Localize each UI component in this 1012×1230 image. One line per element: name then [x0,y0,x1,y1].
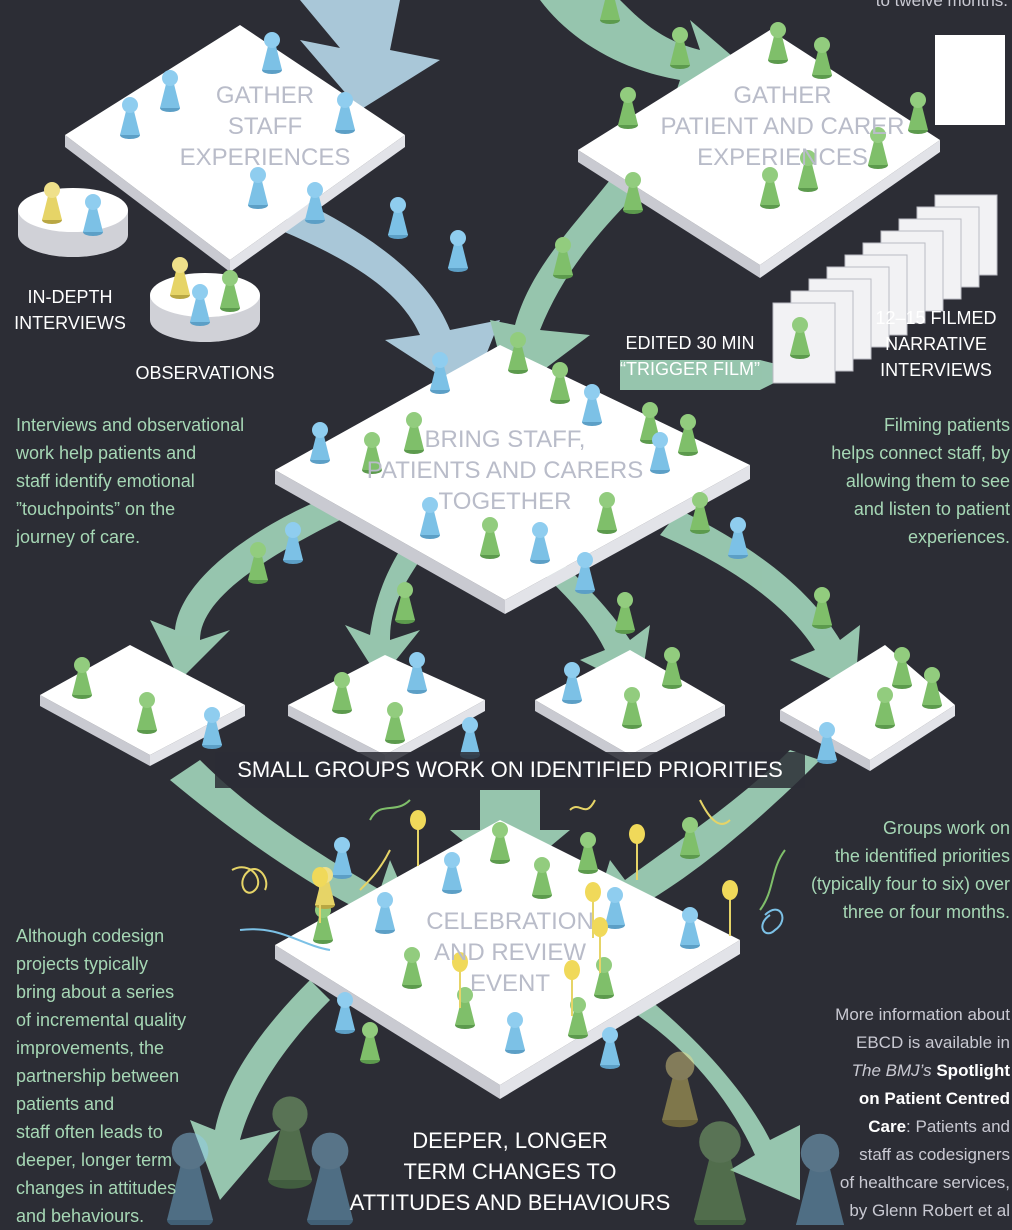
arrow-bring-midleft [345,550,420,680]
disc-in-depth-interviews [18,188,128,257]
platform-small-group-2 [288,655,485,766]
note-line: patients and [16,1094,115,1114]
label-deeper-changes: DEEPER, LONGER TERM CHANGES TO ATTITUDES… [320,1125,700,1218]
note-line: allowing them to see [845,471,1010,491]
platform-label-bring-together: BRING STAFF, PATIENTS AND CARERS TOGETHE… [365,424,645,517]
more-info-line: More information about [835,1005,1010,1024]
label-observations: OBSERVATIONS [135,363,275,383]
note-line: helps connect staff, by [831,443,1010,463]
platform-line: GATHER [215,82,315,109]
note-line: deeper, longer term [16,1150,173,1170]
journal-name: The BMJ’s [851,1061,932,1080]
platform-line: TOGETHER [438,488,572,515]
note-groups: Groups work on the identified priorities… [740,814,1010,926]
label-line: EDITED 30 MIN [625,333,755,353]
note-line: staff identify emotional [16,471,195,491]
film-frames [772,35,1005,384]
platform-line: BRING STAFF, [424,426,586,453]
note-line: three or four months. [842,902,1010,922]
arrow-film-to-bring [620,360,800,390]
note-line: experiences. [907,527,1010,547]
arrow-bring-right [660,510,860,690]
note-line: staff often leads to [16,1122,163,1142]
note-interviews: Interviews and observational work help p… [16,411,306,551]
label-filmed-interviews: 12–15 FILMED NARRATIVE INTERVIEWS [860,305,1012,383]
spotlight-link[interactable]: Spotlight [936,1061,1010,1080]
note-line: Although codesign [16,926,165,946]
note-line: Groups work on [882,818,1010,838]
label-line: “TRIGGER FILM” [620,359,760,379]
note-line: of incremental quality [16,1010,187,1030]
platform-label-celebration: CELEBRATION AND REVIEW EVENT [410,906,610,999]
note-line: work help patients and [16,443,197,463]
label-line: INTERVIEWS [880,360,992,380]
note-line: Filming patients [883,415,1010,435]
note-line: changes in attitudes [16,1178,177,1198]
label-small-groups: SMALL GROUPS WORK ON IDENTIFIED PRIORITI… [237,757,783,782]
platform-line: GATHER [733,82,832,109]
platform-line: CELEBRATION [426,908,594,935]
label-line: TERM CHANGES TO [403,1159,617,1184]
arrow-celebration-right [630,1000,800,1200]
more-info-line: EBCD is available in [855,1033,1010,1052]
platform-line: PATIENT AND CARER [660,113,905,140]
platform-gather-patient [578,30,940,278]
note-line: ”touchpoints” on the [16,499,176,519]
note-line: partnership between [16,1066,180,1086]
note-line: Interviews and observational [16,415,245,435]
label-line: NARRATIVE [885,334,987,354]
note-line: and behaviours. [16,1206,145,1226]
more-info-line: of healthcare services, [839,1173,1010,1192]
platform-line: PATIENTS AND CARERS [366,457,644,484]
header-fragment: to twelve months. [875,0,1008,10]
platform-line: EVENT [469,970,550,997]
celebration-decorations [231,799,786,1017]
note-line: journey of care. [16,527,141,547]
label-line: ATTITUDES AND BEHAVIOURS [349,1190,671,1215]
label-edited-film: EDITED 30 MIN “TRIGGER FILM” [600,330,780,382]
label-line: INTERVIEWS [14,313,126,333]
platform-line: AND REVIEW [433,939,586,966]
platform-bring-together [275,345,750,614]
label-line: 12–15 FILMED [875,308,997,328]
note-line: and listen to patient [853,499,1010,519]
note-line: (typically four to six) over [810,874,1010,894]
arrow-celebration-left [190,980,330,1200]
arrow-groups-left [170,760,420,935]
note-line: the identified priorities [834,846,1010,866]
note-line: bring about a series [16,982,175,1002]
spotlight-link-end[interactable]: Care [868,1117,907,1136]
arrow-top-left [300,0,440,110]
arrow-staff-to-bring [280,200,500,395]
note-line: improvements, the [16,1038,165,1058]
platform-line: EXPERIENCES [697,144,868,171]
more-info-note: More information about EBCD is available… [760,1001,1010,1225]
arrow-groups-right [590,750,820,925]
arrow-patient-to-bring [490,180,640,395]
more-info-line: staff as codesigners [859,1145,1010,1164]
note-codesign: Although codesign projects typically bri… [16,922,246,1230]
platform-line: EXPERIENCES [179,144,351,171]
label-line: IN-DEPTH [27,287,113,307]
more-info-line: by Glenn Robert et al [849,1201,1010,1220]
platform-line: STAFF [227,113,303,140]
note-filming: Filming patients helps connect staff, by… [760,411,1010,551]
note-line: projects typically [16,954,149,974]
label-line: DEEPER, LONGER [412,1128,608,1153]
small-groups-band [215,752,805,788]
platform-label-gather-staff: GATHER STAFF EXPERIENCES [165,80,365,173]
platform-label-gather-patient: GATHER PATIENT AND CARER EXPERIENCES [640,80,925,173]
spotlight-link-cont[interactable]: on Patient Centred [858,1089,1010,1108]
platform-celebration [275,820,740,1099]
label-in-depth-interviews: IN-DEPTH INTERVIEWS [0,284,140,336]
platforms [40,25,955,1099]
more-info-line: : Patients and [906,1117,1010,1136]
